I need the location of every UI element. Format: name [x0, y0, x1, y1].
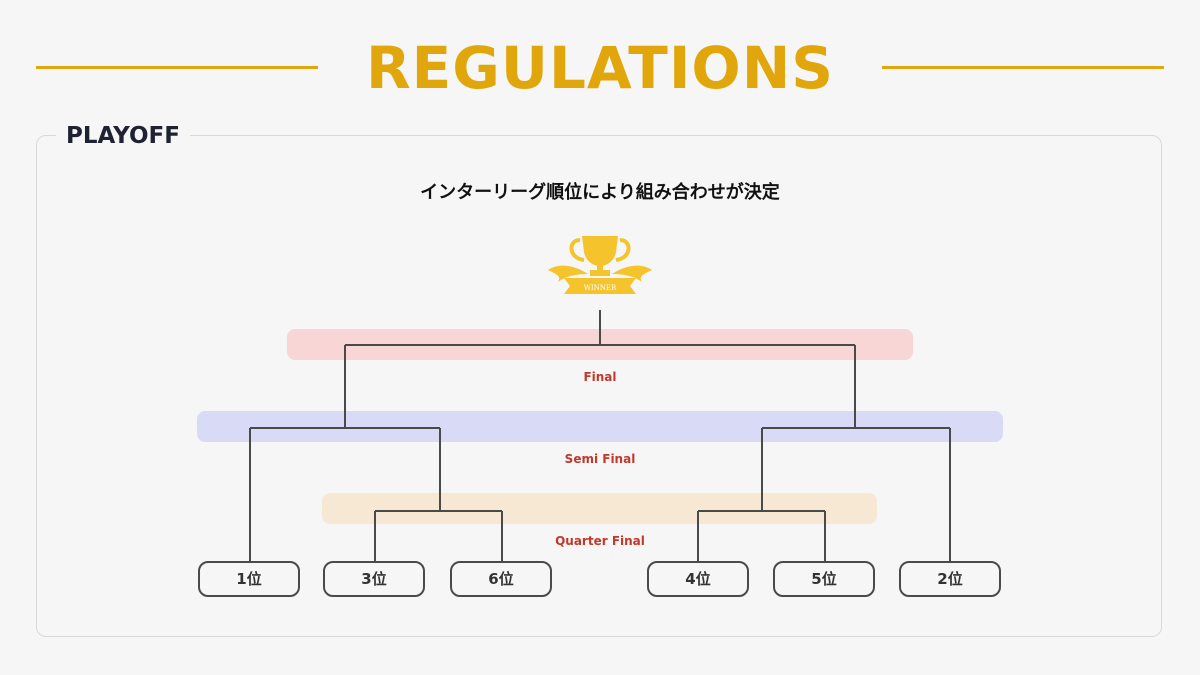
seed-box-4: 4位	[647, 561, 749, 597]
seed-box-3: 3位	[323, 561, 425, 597]
quarter-final-band	[322, 493, 877, 524]
semi-final-band	[197, 411, 1003, 442]
final-label: Final	[583, 370, 617, 384]
playoff-subtitle: インターリーグ順位により組み合わせが決定	[420, 182, 780, 203]
seed-box-1: 1位	[198, 561, 300, 597]
semi-final-label: Semi Final	[564, 452, 636, 466]
section-label: PLAYOFF	[56, 118, 190, 154]
page-title: REGULATIONS	[365, 34, 835, 102]
seed-box-6: 6位	[450, 561, 552, 597]
seed-box-2: 2位	[899, 561, 1001, 597]
quarter-final-label: Quarter Final	[555, 534, 645, 548]
trophy-icon: WINNER	[546, 234, 654, 302]
title-rule-right	[882, 66, 1164, 69]
seed-box-5: 5位	[773, 561, 875, 597]
title-rule-left	[36, 66, 318, 69]
playoff-panel	[36, 135, 1162, 637]
trophy-ribbon-text: WINNER	[584, 284, 617, 292]
